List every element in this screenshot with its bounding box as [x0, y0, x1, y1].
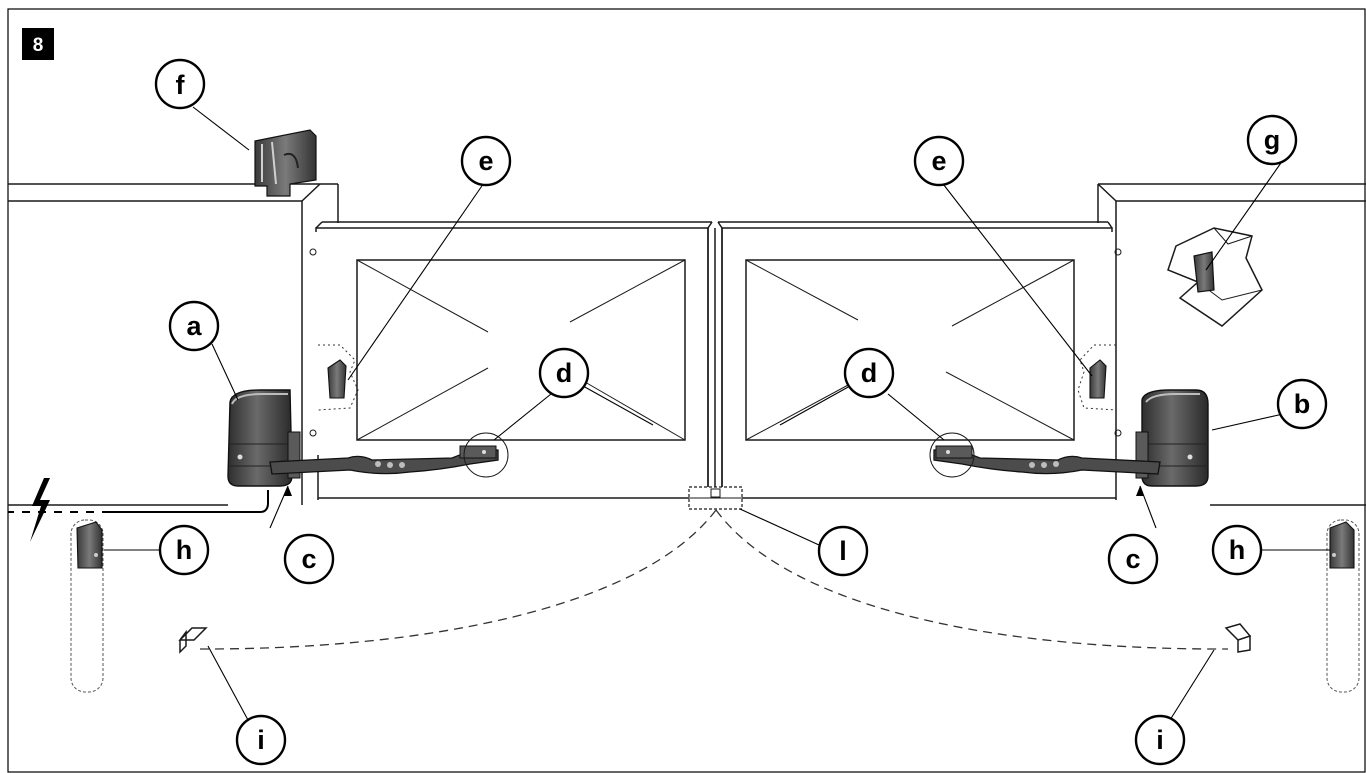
right-column-photocell [1326, 519, 1360, 693]
callout-c-left: c [283, 533, 335, 585]
left-ground-stop [178, 627, 208, 654]
callout-f: f [154, 58, 206, 110]
left-arm-bracket-highlight [463, 432, 509, 478]
left-gate-photocell [317, 344, 359, 411]
callout-l: l [817, 525, 869, 577]
figure-number: 8 [33, 35, 44, 56]
callout-h-right-label: h [1229, 535, 1246, 565]
callout-i-right: i [1134, 714, 1186, 766]
left-column-photocell [70, 519, 104, 693]
callout-d-left: d [538, 347, 590, 399]
callout-e-left: e [460, 135, 512, 187]
callout-b: b [1276, 378, 1328, 430]
callout-h-left-label: h [176, 535, 193, 565]
callout-a: a [168, 300, 220, 352]
callout-i-left: i [235, 714, 287, 766]
right-swing-arc [715, 509, 1229, 650]
callout-d-right-label: d [861, 358, 878, 388]
callout-h-left: h [158, 524, 210, 576]
lightning-bolt-icon [30, 478, 50, 542]
left-swing-arc [195, 509, 717, 650]
callout-e-left-label: e [478, 146, 493, 176]
figure-number-badge: 8 [22, 28, 54, 60]
callout-a-label: a [186, 311, 202, 341]
ground-stop [688, 486, 743, 510]
left-gate-leaf [309, 221, 713, 499]
right-arm [933, 445, 1161, 475]
callout-g: g [1246, 114, 1298, 166]
right-gate-leaf [717, 221, 1122, 499]
callout-b-label: b [1294, 389, 1311, 419]
callout-c-left-label: c [301, 544, 316, 574]
right-arrow-head [1136, 486, 1144, 496]
callout-l-label: l [839, 536, 847, 566]
right-ground-stop [1224, 623, 1252, 653]
right-arm-bracket-highlight [929, 432, 975, 478]
flashing-light [254, 129, 317, 197]
callout-i-right-label: i [1156, 725, 1164, 755]
callout-e-right: e [913, 135, 965, 187]
callout-i-left-label: i [257, 725, 265, 755]
callout-e-right-label: e [931, 146, 946, 176]
callout-h-right: h [1211, 524, 1263, 576]
callout-g-label: g [1264, 125, 1281, 155]
callout-f-label: f [176, 70, 186, 100]
key-selector [1167, 227, 1263, 327]
leader-lines [104, 106, 1330, 721]
figure-frame [7, 8, 1366, 773]
left-arm [269, 445, 499, 475]
callout-d-right: d [843, 347, 895, 399]
callout-d-left-label: d [556, 358, 573, 388]
right-gate-photocell [1077, 344, 1117, 411]
right-wall [1097, 183, 1366, 506]
left-arrow-head [284, 486, 292, 496]
callout-c-right: c [1107, 533, 1159, 585]
callout-c-right-label: c [1125, 544, 1140, 574]
